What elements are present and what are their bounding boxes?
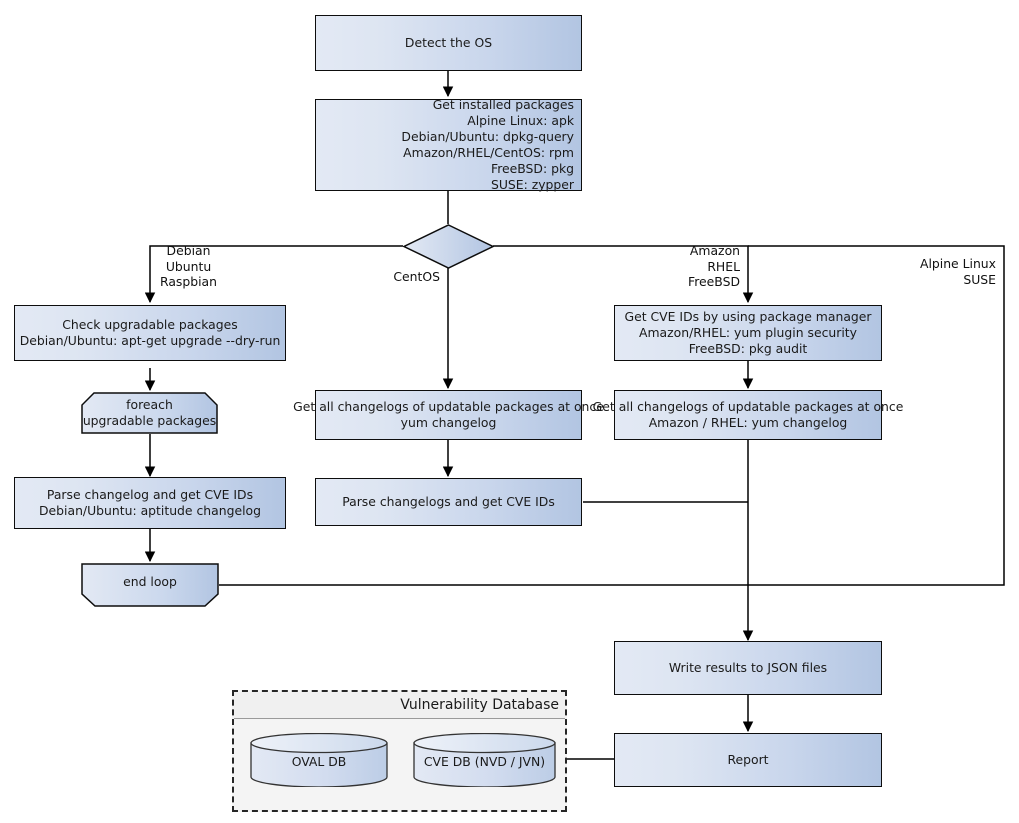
node-report-line-1: Report (727, 752, 769, 768)
edge-label-debian-line-2: Ubuntu (165, 258, 212, 274)
node-report[interactable]: Report (614, 733, 882, 787)
node-get-cve-ids-package-manager[interactable]: Get CVE IDs by using package manager Ama… (614, 305, 882, 361)
node-foreach-line-1: foreach (126, 397, 173, 413)
edge-label-amazon-line-3: FreeBSD (688, 274, 740, 289)
database-cve-db: CVE DB (NVD / JVN) (413, 733, 556, 787)
node-get-all-changelogs-amazon-rhel[interactable]: Get all changelogs of updatable packages… (593, 390, 903, 440)
edge-label-amazon-line-1: Amazon (689, 243, 740, 258)
node-end-loop-text: end loop (81, 574, 219, 596)
node-get-installed-line-1: Get installed packages (432, 97, 574, 113)
node-foreach-upgradable-packages[interactable]: foreach upgradable packages (81, 392, 218, 434)
node-check-upgradable-line-2: Debian/Ubuntu: apt-get upgrade --dry-run (19, 333, 281, 348)
edge-label-alpine-line-2: SUSE (963, 271, 996, 287)
end-loop-shape (81, 563, 219, 607)
node-end-loop-line-1: end loop (123, 574, 177, 590)
edge-label-amazon-line-2: RHEL (707, 258, 740, 274)
edge-label-debian-line-1: Debian (166, 243, 211, 258)
node-get-cve-pkgmgr-line-2: Amazon/RHEL: yum plugin security (639, 325, 857, 341)
node-parse-changelog-debian[interactable]: Parse changelog and get CVE IDs Debian/U… (14, 477, 286, 529)
edge-label-debian-branch: Debian Ubuntu Raspbian (160, 243, 217, 290)
node-parse-changelog-left-line-2: Debian/Ubuntu: aptitude changelog (39, 503, 261, 518)
node-write-results-to-json-files[interactable]: Write results to JSON files (614, 641, 882, 695)
edge-label-alpine-branch: Alpine Linux SUSE (880, 256, 996, 287)
edge-label-centos-line-1: CentOS (393, 269, 440, 284)
edge-decision-to-debian (144, 245, 403, 304)
node-foreach-text: foreach upgradable packages (81, 397, 218, 429)
node-get-cve-pkgmgr-line-1: Get CVE IDs by using package manager (624, 309, 872, 325)
foreach-shape (81, 392, 218, 434)
node-get-cve-pkgmgr-line-3: FreeBSD: pkg audit (688, 340, 808, 356)
edge-label-centos-branch: CentOS (330, 269, 440, 285)
node-check-upgradable-line-1: Check upgradable packages (62, 317, 238, 333)
node-parse-changelog-left-line-1: Parse changelog and get CVE IDs (46, 487, 254, 503)
vulnerability-database-title: Vulnerability Database (234, 692, 565, 719)
edge-label-debian-line-3: Raspbian (160, 274, 218, 289)
node-write-json-line-1: Write results to JSON files (668, 660, 828, 676)
node-os-decision-diamond[interactable] (403, 224, 494, 269)
node-get-installed-packages[interactable]: Get installed packages Alpine Linux: apk… (315, 97, 582, 192)
node-get-installed-line-4: Amazon/RHEL/CentOS: rpm (403, 145, 574, 160)
edge-label-amazon-branch: Amazon RHEL FreeBSD (630, 243, 740, 290)
node-detect-the-os[interactable]: Detect the OS (315, 15, 582, 71)
node-get-installed-line-3: Debian/Ubuntu: dpkg-query (401, 129, 574, 145)
node-foreach-line-2: upgradable packages (82, 413, 217, 428)
database-oval-db: OVAL DB (250, 733, 388, 787)
node-changelogs-center-line-2: yum changelog (400, 415, 497, 430)
node-get-installed-line-6: SUSE: zypper (490, 176, 574, 192)
node-parse-changelogs-center-line-1: Parse changelogs and get CVE IDs (342, 494, 555, 510)
node-parse-changelogs-centos[interactable]: Parse changelogs and get CVE IDs (315, 478, 582, 526)
node-changelogs-right-line-2: Amazon / RHEL: yum changelog (648, 415, 848, 430)
node-get-all-changelogs-centos[interactable]: Get all changelogs of updatable packages… (293, 390, 604, 440)
node-get-installed-line-5: FreeBSD: pkg (490, 160, 574, 176)
edge-label-alpine-line-1: Alpine Linux (919, 256, 996, 271)
node-end-loop[interactable]: end loop (81, 563, 219, 607)
node-get-installed-line-2: Alpine Linux: apk (467, 113, 574, 129)
node-changelogs-center-line-1: Get all changelogs of updatable packages… (293, 399, 604, 415)
node-check-upgradable-packages[interactable]: Check upgradable packages Debian/Ubuntu:… (14, 305, 286, 361)
node-detect-the-os-label: Detect the OS (404, 35, 493, 51)
edge-decision-to-alpine (748, 245, 1005, 586)
node-changelogs-right-line-1: Get all changelogs of updatable packages… (592, 399, 904, 415)
